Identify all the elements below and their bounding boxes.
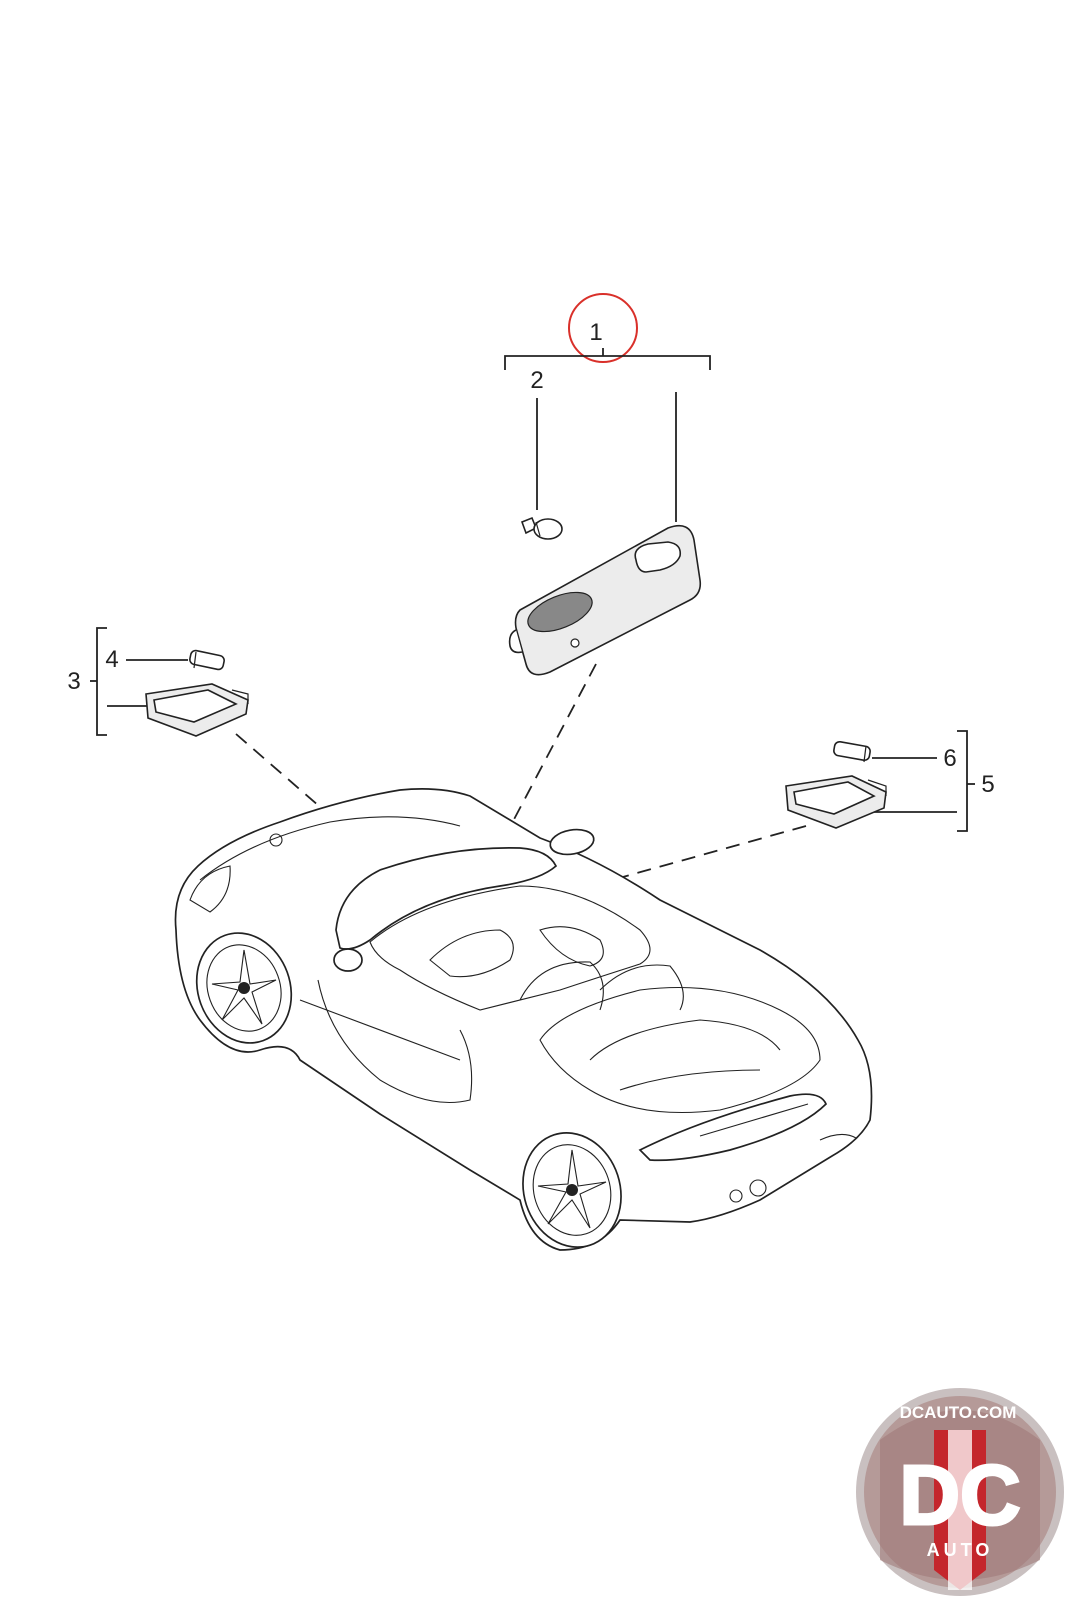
courtesy-lamp-left-icon (145, 683, 249, 737)
callout-4-label: 4 (105, 646, 118, 673)
callout-5-bracket (957, 730, 968, 832)
front-wheel (195, 932, 293, 1044)
callout-1-label: 1 (589, 319, 602, 346)
leader-right-lamp-to-car (575, 825, 807, 891)
callout-3-bracket (96, 627, 107, 736)
logo-url-text: DCAUTO.COM (900, 1403, 1017, 1422)
callout-6-label: 6 (943, 745, 956, 772)
callout-3-group: 3 4 (67, 627, 188, 736)
speaker-grille (527, 591, 593, 633)
logo-mark-text: DC (899, 1448, 1020, 1542)
callout-5-group: 5 6 (872, 730, 995, 832)
interior-lamp-icon (508, 524, 702, 676)
callout-1-group: 1 (504, 293, 711, 370)
rear-wheel (522, 1132, 622, 1248)
callout-2-label: 2 (530, 367, 543, 394)
highlight-circle (568, 293, 638, 363)
logo-sub-text: AUTO (927, 1540, 994, 1560)
bulb-2-icon (520, 516, 563, 540)
callout-5-label: 5 (981, 771, 994, 798)
car-illustration (174, 788, 873, 1251)
callout-2-group: 2 (530, 367, 677, 522)
leader-lamp-to-car (481, 663, 597, 881)
courtesy-lamp-right-icon (785, 775, 887, 829)
callout-3-label: 3 (67, 668, 80, 695)
callout-1-bracket (504, 348, 711, 370)
bulb-4-icon (189, 649, 225, 671)
dcauto-logo: DCAUTO.COM DC AUTO (856, 1388, 1064, 1596)
bulb-6-icon (833, 740, 871, 763)
